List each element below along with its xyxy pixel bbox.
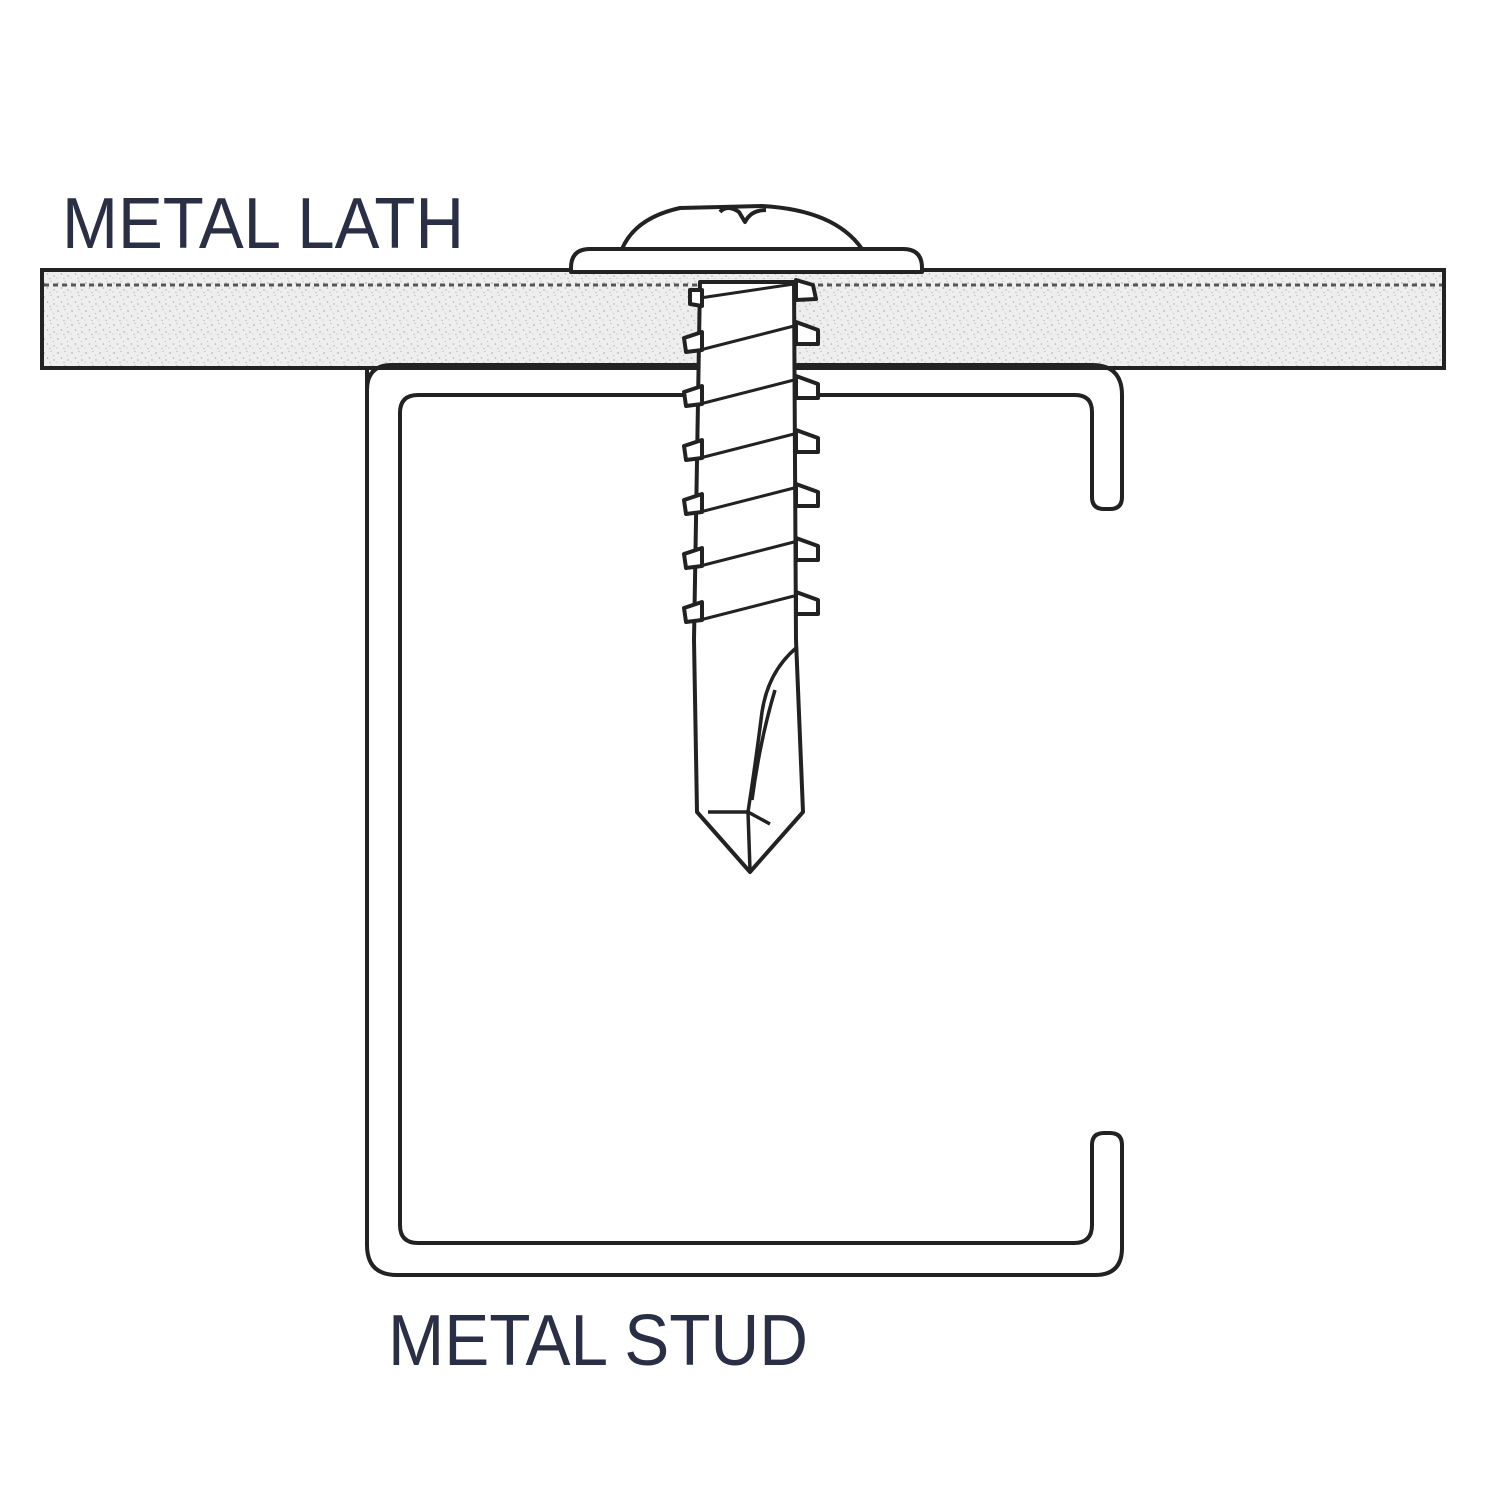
screw-threads [682, 278, 820, 624]
screw-head [569, 204, 924, 274]
metal-stud-channel [365, 363, 1124, 1277]
screw-shank [692, 280, 805, 874]
self-drilling-screw [569, 204, 924, 874]
metal-stud-label: METAL STUD [388, 1301, 808, 1381]
metal-lath-label: METAL LATH [62, 184, 464, 264]
